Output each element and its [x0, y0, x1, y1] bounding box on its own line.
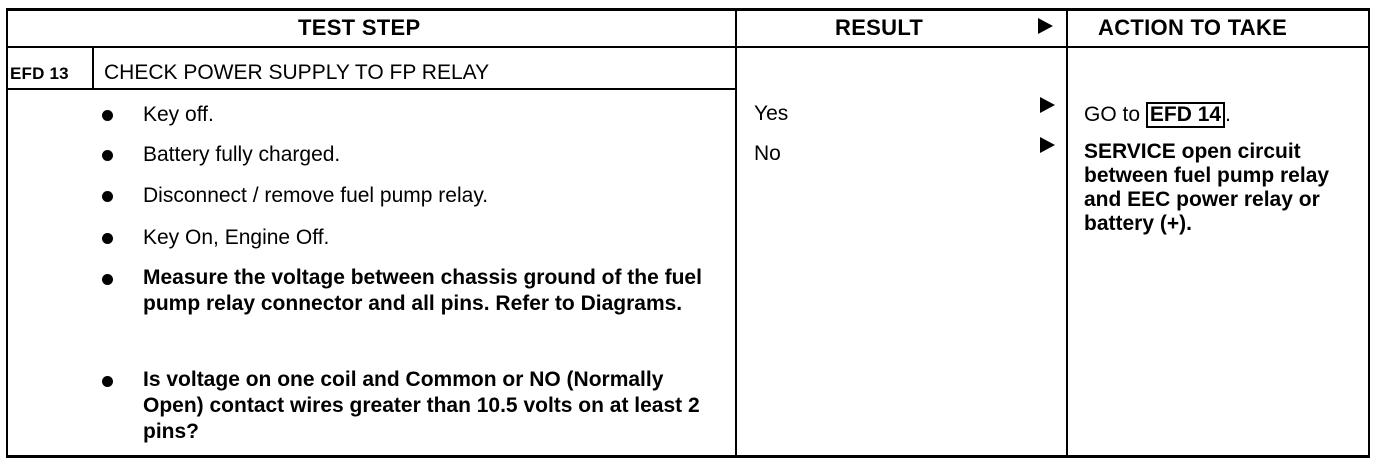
bullet-item-1: Key off. [143, 103, 214, 126]
header-test-step: TEST STEP [298, 15, 421, 40]
bullet-icon [102, 150, 113, 161]
header-arrow-icon [1038, 18, 1053, 34]
action-yes: GO to EFD 14. [1084, 102, 1364, 128]
table-frame [6, 8, 1370, 458]
bullet-icon [102, 110, 113, 121]
header-action: ACTION TO TAKE [1098, 15, 1288, 40]
header-result: RESULT [835, 15, 924, 40]
bullet-item-3: Disconnect / remove fuel pump relay. [143, 184, 489, 207]
result-yes-arrow-icon [1040, 97, 1055, 113]
bullet-item-4: Key On, Engine Off. [143, 226, 330, 249]
bullet-item-6: Is voltage on one coil and Common or NO … [143, 368, 700, 443]
result-yes: Yes [754, 102, 789, 125]
action-yes-prefix: GO to [1084, 103, 1146, 126]
step-title: CHECK POWER SUPPLY TO FP RELAY [104, 61, 490, 84]
bullet-item-2: Battery fully charged. [143, 143, 341, 166]
divider-step-id [92, 48, 94, 89]
bullet-item-5: Measure the voltage between chassis grou… [143, 266, 702, 315]
step-ref-link[interactable]: EFD 14 [1145, 102, 1226, 128]
header-bottom-line [6, 46, 1370, 48]
result-no-arrow-icon [1040, 137, 1055, 153]
action-yes-suffix: . [1225, 103, 1231, 126]
divider-step-result [735, 8, 737, 458]
step-title-bottom-line [6, 88, 736, 90]
bullet-icon [102, 191, 113, 202]
bullet-icon [102, 376, 113, 387]
divider-result-action [1066, 8, 1068, 458]
action-no: SERVICE open circuit between fuel pump r… [1084, 140, 1330, 235]
result-no: No [754, 142, 781, 165]
bullet-icon [102, 233, 113, 244]
step-id: EFD 13 [10, 64, 69, 83]
bullet-icon [102, 274, 113, 285]
